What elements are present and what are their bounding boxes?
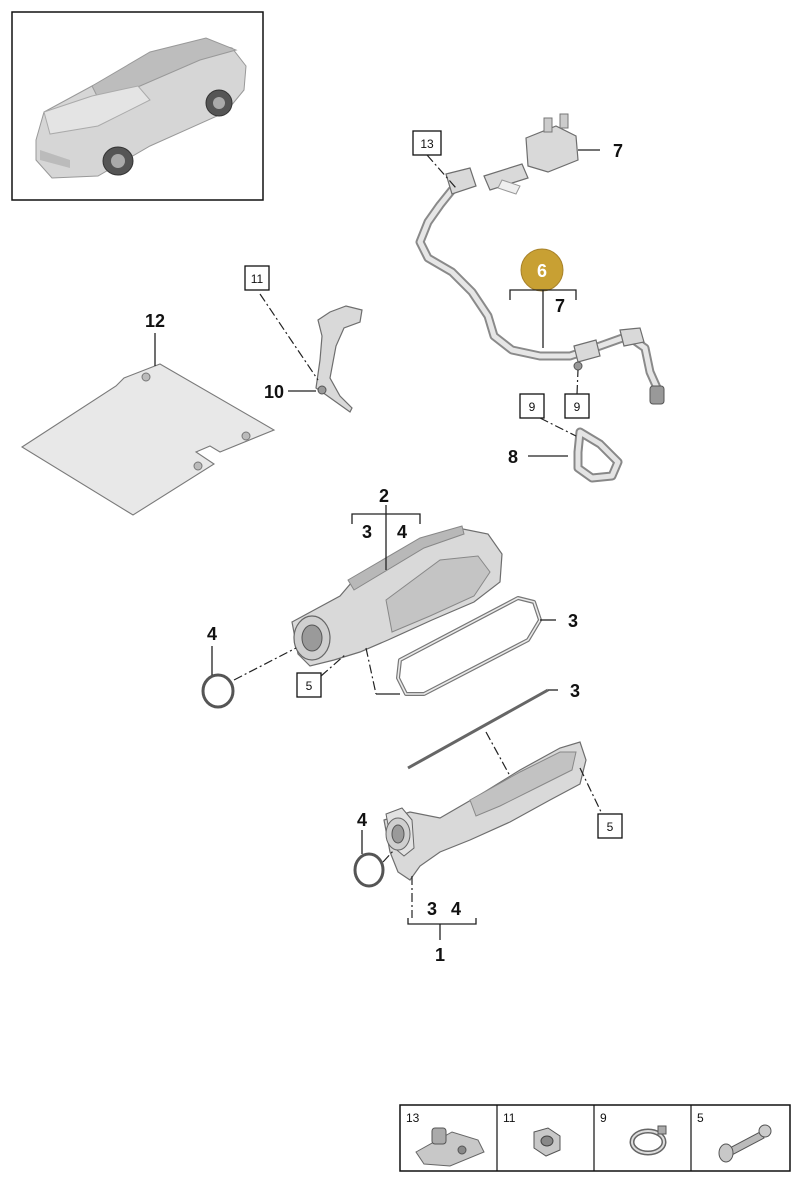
highlight-badge-6[interactable]: 6 [520,248,564,292]
vehicle-thumbnail [11,11,264,201]
o-ring-lower[interactable] [353,852,385,888]
hardware-legend: 13 11 9 5 [399,1104,791,1172]
screw-icon [718,1124,772,1163]
vent-hose-assembly[interactable] [415,113,665,405]
svg-text:11: 11 [251,272,264,286]
hose-clamp-icon [629,1125,667,1156]
hex-nut-icon [533,1127,561,1157]
svg-text:9: 9 [600,1111,607,1125]
callout-3-upper-group: 3 [362,522,372,542]
callout-3-gasket-strip: 3 [570,681,580,701]
o-ring-upper[interactable] [201,673,235,709]
gasket-upper[interactable] [396,596,542,696]
callout-6: 6 [537,261,547,281]
callout-4-upper-group: 4 [397,522,407,542]
legend-cell-9[interactable]: 9 [600,1111,667,1156]
ref-box-5-upper[interactable]: 5 [296,672,322,698]
callout-8: 8 [508,447,518,467]
callout-4-lower-group: 4 [451,899,461,919]
svg-text:9: 9 [529,400,536,414]
callout-7-top: 7 [613,141,623,161]
gasket-strip[interactable] [407,688,549,770]
heat-shield-plate[interactable] [20,363,276,516]
callout-10: 10 [264,382,284,402]
svg-text:5: 5 [697,1111,704,1125]
ref-box-9-right[interactable]: 9 [564,393,590,419]
hose-connector[interactable] [573,427,623,483]
callout-1: 1 [435,945,445,965]
ref-box-9-left[interactable]: 9 [519,393,545,419]
svg-text:11: 11 [503,1111,516,1125]
callout-7-assembly: 7 [555,296,565,316]
ref-box-13[interactable]: 13 [412,130,442,156]
intake-manifold-upper[interactable] [291,525,503,667]
ref-box-5-lower[interactable]: 5 [597,813,623,839]
ref-box-11[interactable]: 11 [244,265,270,291]
callout-2: 2 [379,486,389,506]
svg-text:13: 13 [420,137,434,151]
svg-text:5: 5 [306,679,313,693]
clip-bracket-icon [415,1127,485,1167]
svg-text:9: 9 [574,400,581,414]
intake-manifold-lower[interactable] [383,741,587,881]
car-illustration [35,37,247,179]
legend-cell-13[interactable]: 13 [406,1111,485,1167]
callout-3-gasket-upper: 3 [568,611,578,631]
callout-12: 12 [145,311,165,331]
callout-4-oring-lower: 4 [357,810,367,830]
svg-text:13: 13 [406,1111,420,1125]
legend-cell-11[interactable]: 11 [503,1111,561,1157]
legend-cell-5[interactable]: 5 [697,1111,772,1163]
svg-text:5: 5 [607,820,614,834]
callout-4-oring-upper: 4 [207,624,217,644]
callout-3-lower-group: 3 [427,899,437,919]
mounting-bracket[interactable] [315,305,363,413]
